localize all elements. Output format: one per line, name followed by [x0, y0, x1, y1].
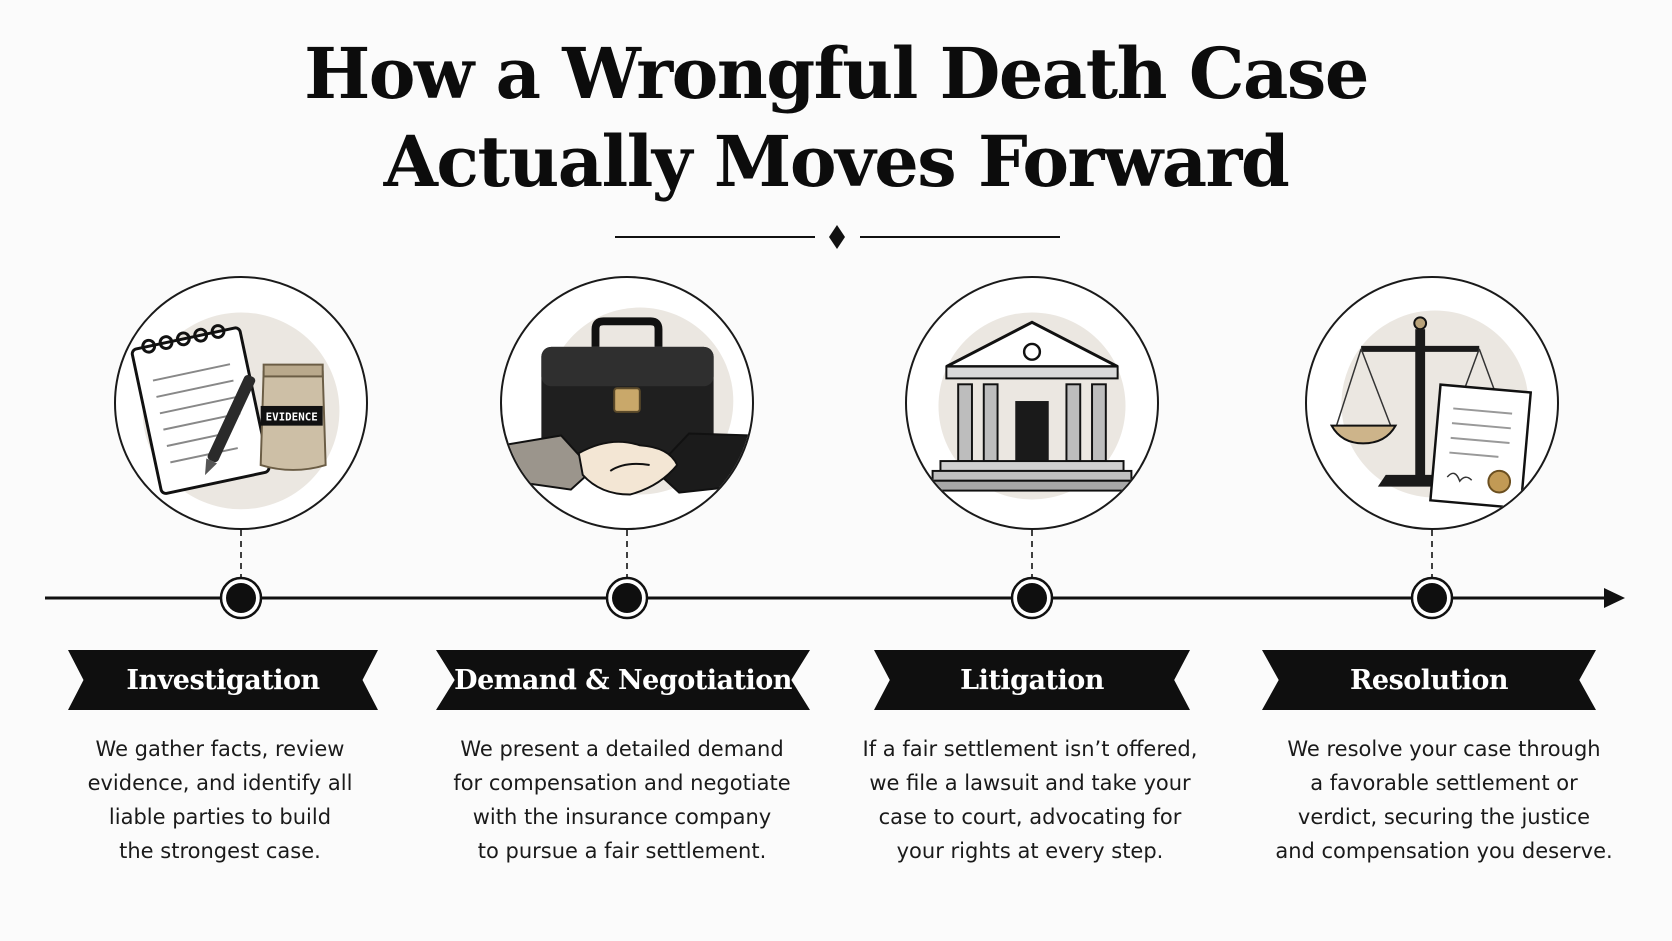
step-4-illustration: [1305, 276, 1559, 530]
step-3-banner: Litigation: [874, 650, 1190, 710]
evidence-label: EVIDENCE: [266, 411, 318, 424]
step-2-banner: Demand & Negotiation: [436, 650, 810, 710]
timeline-node-3: [1010, 576, 1054, 620]
step-4-banner: Resolution: [1262, 650, 1596, 710]
step-2-description: We present a detailed demand for compens…: [453, 737, 791, 863]
timeline-nodes: [219, 576, 1454, 620]
courthouse-icon: [923, 312, 1141, 500]
step-1-banner: Investigation: [68, 650, 378, 710]
step-4-description: We resolve your case through a favorable…: [1275, 737, 1613, 863]
page-title: How a Wrongful Death Case Actually Moves…: [0, 30, 1672, 206]
timeline-node-4: [1410, 576, 1454, 620]
scales-of-justice-icon: [1329, 310, 1533, 510]
arrowhead-icon: [1604, 588, 1625, 608]
step-3-description: If a fair settlement isn’t offered, we f…: [862, 737, 1198, 863]
step-3-illustration: [905, 276, 1159, 530]
timeline-node-1: [219, 576, 263, 620]
briefcase-handshake-icon: [502, 307, 752, 496]
notepad-evidence-icon: EVIDENCE: [130, 312, 340, 510]
title-line-2: Actually Moves Forward: [383, 120, 1290, 203]
timeline-node-2: [605, 576, 649, 620]
step-2-illustration: [500, 276, 754, 530]
title-line-1: How a Wrongful Death Case: [304, 32, 1369, 115]
diamond-icon: [829, 225, 845, 249]
title-divider: [615, 225, 1060, 249]
step-1-illustration: EVIDENCE: [114, 276, 368, 530]
step-1-description: We gather facts, review evidence, and id…: [87, 737, 353, 863]
